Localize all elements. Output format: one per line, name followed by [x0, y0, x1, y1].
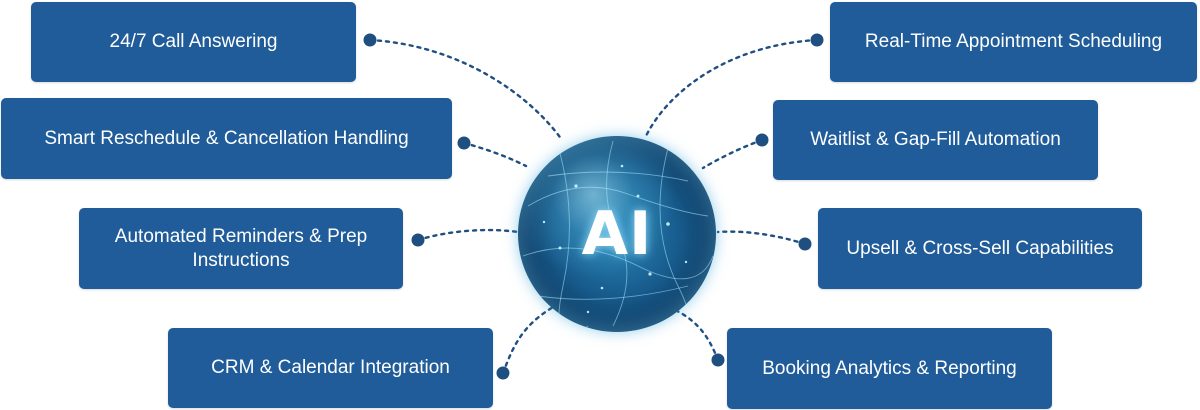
connector-dot — [496, 366, 510, 380]
feature-label: Real-Time Appointment Scheduling — [864, 31, 1163, 53]
network-lines — [522, 140, 714, 332]
ai-label: AI — [581, 199, 653, 269]
connector-waitlist — [701, 138, 764, 170]
feature-label: CRM & Calendar Integration — [211, 357, 450, 379]
feature-box-crm: CRM & Calendar Integration — [168, 328, 493, 408]
feature-label: Upsell & Cross-Sell Capabilities — [846, 237, 1114, 259]
ai-orb: AI — [518, 136, 716, 332]
connector-crm — [501, 304, 557, 375]
connector-dot — [798, 237, 812, 251]
feature-box-upsell: Upsell & Cross-Sell Capabilities — [818, 208, 1142, 289]
connector-appointment — [643, 38, 819, 140]
connector-reschedule — [462, 141, 528, 168]
connector-analytics — [673, 308, 720, 362]
connector-dot — [457, 136, 471, 150]
feature-label: Waitlist & Gap-Fill Automation — [810, 129, 1061, 151]
connector-upsell — [716, 230, 807, 246]
feature-box-reschedule: Smart Reschedule & Cancellation Handling — [1, 98, 452, 179]
connector-dot — [755, 133, 769, 147]
feature-label: Booking Analytics & Reporting — [762, 357, 1017, 379]
feature-box-reminders: Automated Reminders & Prep Instructions — [79, 208, 403, 289]
connector-dot — [411, 233, 425, 247]
feature-box-waitlist: Waitlist & Gap-Fill Automation — [773, 100, 1098, 180]
feature-box-analytics: Booking Analytics & Reporting — [727, 328, 1052, 409]
connector-dot — [363, 33, 377, 47]
feature-label: Automated Reminders & Prep Instructions — [114, 226, 368, 271]
connector-call-answering — [368, 38, 564, 142]
connector-dot — [711, 353, 725, 367]
feature-box-appointment: Real-Time Appointment Scheduling — [830, 2, 1197, 82]
feature-label: 24/7 Call Answering — [109, 31, 278, 53]
feature-box-call-answering: 24/7 Call Answering — [31, 2, 356, 82]
feature-label: Smart Reschedule & Cancellation Handling — [44, 127, 409, 149]
connector-reminders — [416, 228, 520, 242]
connector-dot — [810, 33, 824, 47]
